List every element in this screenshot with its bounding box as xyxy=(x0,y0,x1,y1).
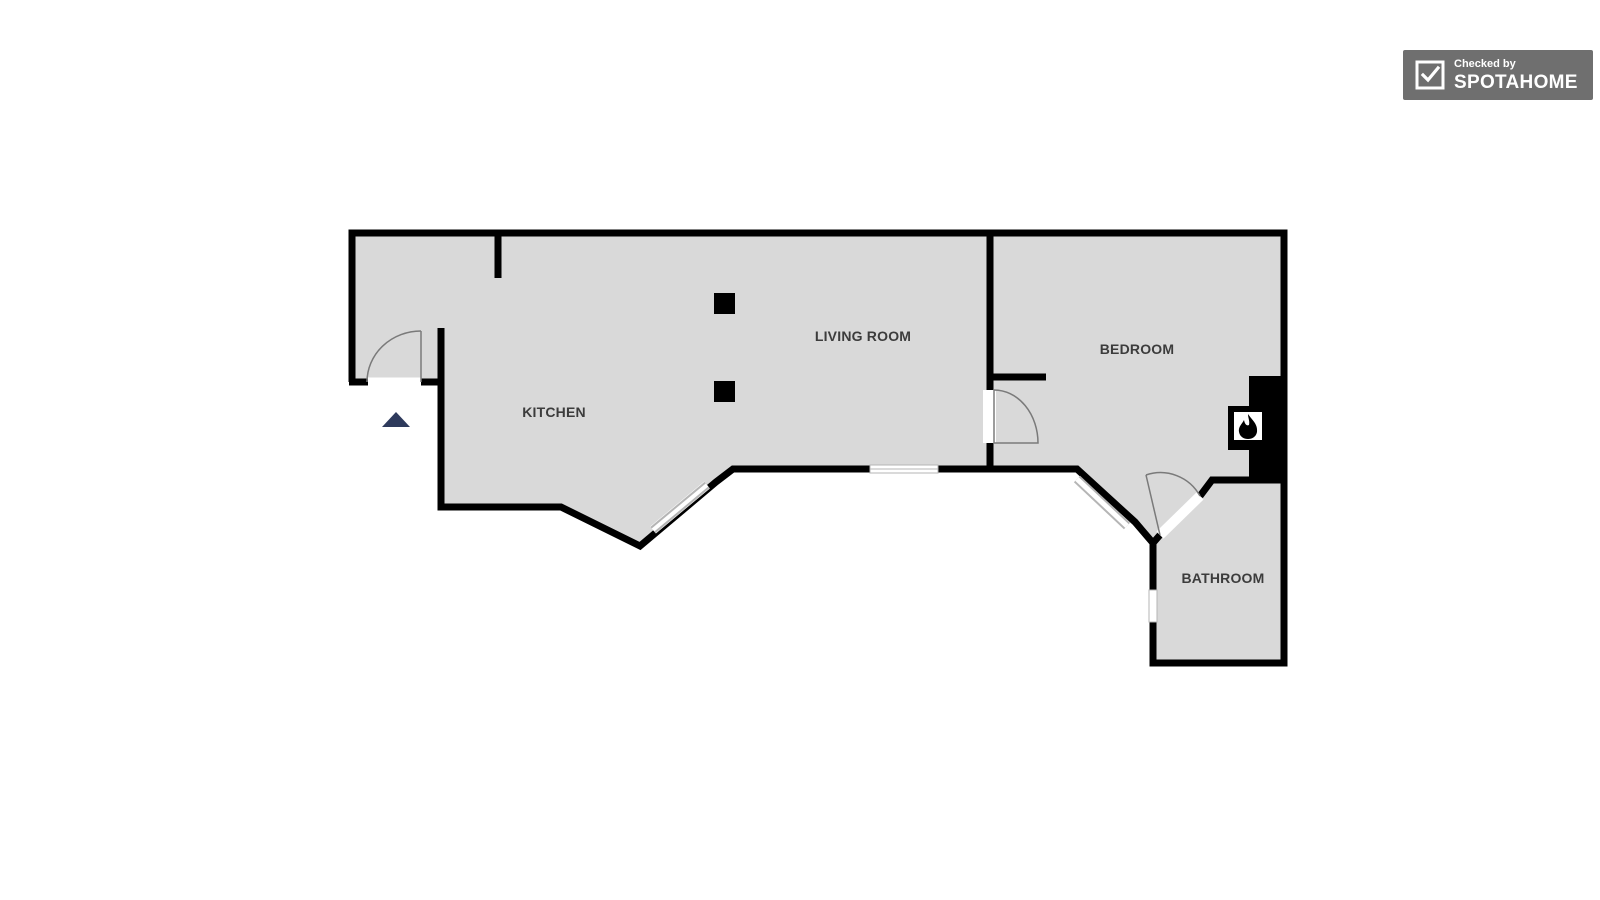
window-bedroom xyxy=(1073,475,1131,530)
checkbox-check-icon xyxy=(1415,60,1445,90)
room-label-kitchen: KITCHEN xyxy=(522,404,586,420)
room-label-bedroom: BEDROOM xyxy=(1100,341,1175,357)
door-bathroom xyxy=(1145,471,1204,539)
exterior-wall xyxy=(348,229,1288,667)
entrance-triangle-icon xyxy=(382,412,410,427)
floor-area xyxy=(352,233,1284,663)
fireplace-flame-shape xyxy=(1238,414,1258,439)
bathroom-wall-corner xyxy=(1150,532,1163,546)
door-bedroom xyxy=(983,389,1039,444)
window-kitchen xyxy=(650,481,710,534)
window-living-room xyxy=(869,464,939,474)
column xyxy=(714,381,735,402)
badge-checked-by: Checked by xyxy=(1454,57,1516,70)
door-entry xyxy=(366,330,422,383)
badge-brand: SPOTAHOME xyxy=(1454,71,1578,93)
spotahome-checked-badge: Checked by SPOTAHOME xyxy=(1403,50,1593,100)
column xyxy=(714,293,735,314)
window-bathroom xyxy=(1148,589,1158,623)
room-label-living-room: LIVING ROOM xyxy=(815,328,911,344)
room-label-bathroom: BATHROOM xyxy=(1182,570,1265,586)
badge-text: Checked by SPOTAHOME xyxy=(1454,57,1578,93)
